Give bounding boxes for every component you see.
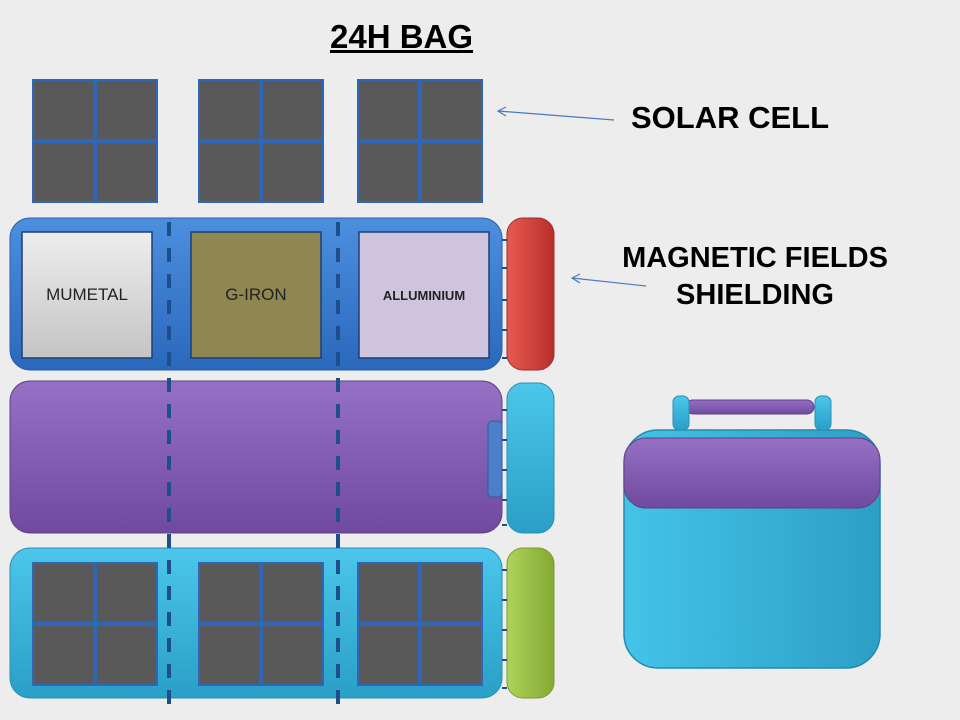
solar-cell: [261, 79, 324, 141]
zipper-pull: [487, 420, 503, 498]
solar-cell: [32, 79, 95, 141]
solar-cell: [95, 624, 158, 686]
solar-strip: [9, 547, 555, 699]
g-iron-label: G-IRON: [225, 285, 287, 304]
solar-cell: [420, 141, 483, 203]
solar-cell: [32, 624, 95, 686]
bag-handle: [685, 399, 815, 415]
bag-illustration: [623, 395, 881, 669]
solar-cell: [357, 79, 420, 141]
solar-cell: [32, 141, 95, 203]
solar-cell: [420, 624, 483, 686]
shielding-strip: [9, 217, 555, 371]
shielding-arrow: [571, 277, 647, 287]
solar-group-3: [357, 79, 483, 203]
shielding-arrow-head: [570, 273, 581, 284]
bag-flap: [623, 437, 881, 509]
solar-cell: [420, 79, 483, 141]
solar-cell: [95, 79, 158, 141]
solar-arrow-head: [496, 106, 507, 117]
solar-cell: [261, 141, 324, 203]
green-tab: [506, 547, 555, 699]
mumetal-panel: [21, 231, 153, 359]
g-iron-panel: [190, 231, 322, 359]
solar-cell-label: SOLAR CELL: [630, 100, 830, 135]
alluminium-panel: [358, 231, 490, 359]
solar-cells-top: [32, 79, 483, 203]
solar-arrow: [497, 110, 615, 121]
shielding-label-line1: MAGNETIC FIELDS: [622, 242, 888, 274]
solar-group-5: [198, 562, 324, 686]
page-title: 24H BAG: [330, 18, 474, 55]
solar-cell: [357, 624, 420, 686]
solar-cell: [357, 562, 420, 624]
handle-clip-left: [672, 395, 690, 431]
solar-cell: [357, 141, 420, 203]
alluminium-label: ALLUMINIUM: [382, 287, 466, 303]
shielding-label: MAGNETIC FIELDS SHIELDING: [605, 240, 905, 314]
handle-clip-right: [814, 395, 832, 431]
solar-cell: [198, 141, 261, 203]
cyan-tab: [506, 382, 555, 534]
solar-cell: [198, 562, 261, 624]
purple-strip: [9, 380, 503, 534]
solar-group-4: [32, 562, 158, 686]
solar-cell: [198, 624, 261, 686]
solar-cell: [95, 562, 158, 624]
solar-group-2: [198, 79, 324, 203]
solar-cell: [95, 141, 158, 203]
solar-cell: [420, 562, 483, 624]
solar-group-1: [32, 79, 158, 203]
purple-strip-group: [9, 380, 555, 534]
red-tab: [506, 217, 555, 371]
shielding-label-line2: SHIELDING: [676, 279, 834, 312]
solar-cell: [261, 624, 324, 686]
solar-group-6: [357, 562, 483, 686]
solar-cell: [198, 79, 261, 141]
solar-cell: [32, 562, 95, 624]
mumetal-label: MUMETAL: [46, 285, 128, 304]
solar-cell: [261, 562, 324, 624]
